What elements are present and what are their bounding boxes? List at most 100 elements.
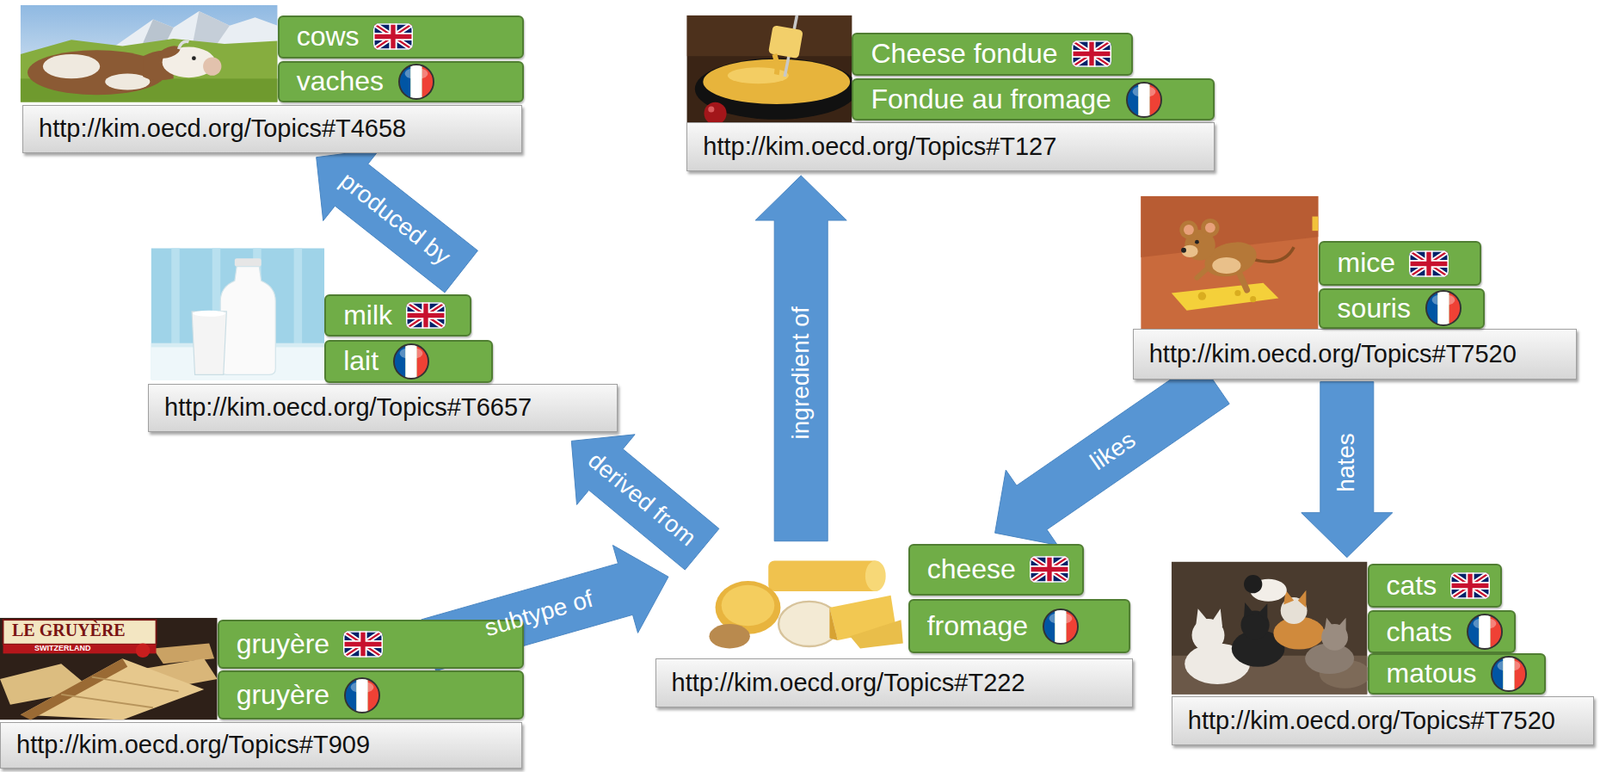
flag-icon: [406, 301, 446, 329]
cow-photo-part: [157, 43, 183, 61]
cats-photo-part: [1243, 602, 1255, 618]
url-bar: http://kim.oecd.org/Topics#T4658: [22, 104, 523, 154]
mouse-cartoon-part: [1249, 295, 1256, 302]
gruyere-photo-part: [92, 676, 179, 692]
topic-uri: http://kim.oecd.org/Topics#T7520: [1149, 340, 1517, 369]
flag-icon: [1424, 289, 1463, 327]
concept-card: http://kim.oecd.org/Topics#T4658cowsvach…: [20, 5, 524, 154]
milk-photo-part: [191, 311, 227, 376]
cats-photo: [1171, 561, 1371, 695]
term-text: cats: [1386, 570, 1438, 601]
milk-photo-part: [151, 247, 326, 380]
mouse-cartoon-part: [1171, 283, 1280, 311]
milk-photo-part: [171, 247, 179, 345]
concept-card: http://kim.oecd.org/Topics#T127Cheese fo…: [686, 15, 1214, 172]
gruyere-photo: [0, 617, 218, 720]
cheese-photo-part: [849, 619, 904, 648]
term-label: Fondue au fromage: [851, 78, 1214, 121]
term-text: fromage: [927, 610, 1028, 641]
milk-photo-part: [294, 247, 302, 345]
term-text: Fondue au fromage: [870, 84, 1111, 115]
fondue-photo: [686, 15, 858, 125]
term-text: cows: [296, 21, 360, 52]
mouse-cartoon-part: [1311, 216, 1318, 232]
term-label: fromage: [908, 598, 1132, 653]
url-bar: http://kim.oecd.org/Topics#T127: [686, 122, 1214, 172]
flag-icon: [343, 676, 382, 714]
milk-photo-part: [220, 266, 276, 376]
mouse-cartoon-part: [1181, 245, 1199, 258]
term-text: chats: [1386, 616, 1453, 647]
gruyere-photo-part: [0, 617, 218, 720]
relation-label: ingredient of: [787, 306, 815, 439]
mouse-cartoon-part: [1140, 196, 1318, 329]
cow-photo-part: [20, 5, 278, 103]
mouse-cartoon-part: [1179, 220, 1198, 239]
gruyere-photo-part: [3, 619, 157, 644]
flag-icon: [1450, 572, 1490, 599]
flag-icon: [1465, 613, 1504, 650]
url-bar: http://kim.oecd.org/Topics#T7520: [1171, 695, 1594, 745]
mouse-cartoon-part: [1181, 247, 1187, 253]
cheese-photo-part: [721, 584, 776, 626]
cheese-photo-part: [707, 546, 909, 651]
cow-photo-part: [20, 38, 278, 103]
flag-icon: [343, 630, 383, 658]
block-arrow: [571, 434, 720, 570]
block-arrow: [995, 359, 1231, 545]
topic-uri: http://kim.oecd.org/Topics#T6657: [164, 393, 532, 422]
term-text: gruyère: [236, 628, 331, 659]
term-label: mice: [1318, 240, 1483, 286]
url-bar: http://kim.oecd.org/Topics#T7520: [1132, 328, 1577, 380]
flag-icon: [1041, 608, 1080, 645]
term-text: mice: [1337, 247, 1397, 278]
term-label: milk: [324, 294, 472, 338]
fondue-photo-part: [707, 105, 714, 112]
topic-uri: http://kim.oecd.org/Topics#T4658: [38, 115, 407, 143]
term-text: lait: [343, 345, 379, 376]
mouse-cartoon-part: [1198, 291, 1207, 300]
flag-icon: [397, 63, 436, 100]
flag-icon: [1071, 40, 1112, 68]
cats-photo-part: [1258, 603, 1268, 621]
flag-icon: [1489, 655, 1528, 692]
mouse-cartoon-part: [1200, 218, 1219, 237]
gruyere-photo-part: [61, 694, 154, 708]
cow-photo-part: [203, 56, 222, 75]
term-text: souris: [1337, 293, 1411, 324]
concept-card: http://kim.oecd.org/Topics#T7520 cats chat…: [1171, 560, 1594, 745]
milk-photo-part: [192, 310, 226, 317]
flag-icon: [1029, 555, 1070, 583]
flag-icon: [392, 343, 431, 380]
relation-label: hates: [1333, 432, 1360, 493]
term-label: souris: [1318, 288, 1485, 329]
concept-card: http://kim.oecd.org/Topics#T222 cheese fro…: [655, 543, 1133, 708]
block-arrow: [755, 175, 847, 542]
term-label: lait: [324, 339, 493, 383]
photo-text: LE GRUYÈRE: [12, 620, 126, 640]
cats-photo-part: [1243, 574, 1262, 593]
term-text: milk: [343, 300, 393, 331]
cow-photo: [20, 5, 278, 103]
mouse-cartoon-part: [1194, 240, 1200, 245]
fondue-photo-part: [768, 24, 804, 59]
term-label: cows: [277, 15, 524, 59]
url-bar: http://kim.oecd.org/Topics#T909: [0, 721, 523, 770]
concept-card: http://kim.oecd.org/Topics#T909gruyèregr…: [0, 617, 524, 770]
topic-uri: http://kim.oecd.org/Topics#T222: [671, 669, 1026, 697]
gruyere-photo-part: [135, 643, 151, 659]
cats-photo-part: [1324, 617, 1335, 631]
term-text: matous: [1386, 658, 1477, 689]
topic-uri: http://kim.oecd.org/Topics#T127: [702, 133, 1057, 161]
cheese-photo-part: [829, 607, 837, 640]
term-label: cheese: [908, 543, 1084, 595]
gruyere-photo-part: [20, 658, 129, 720]
cow-photo-part: [191, 55, 197, 61]
url-bar: http://kim.oecd.org/Topics#T222: [655, 658, 1133, 708]
cheese-photo-part: [708, 623, 750, 648]
mouse-cartoon-part: [1212, 257, 1241, 274]
mouse-cartoon-part: [1234, 289, 1241, 296]
cats-photo-part: [1337, 617, 1346, 634]
term-label: gruyère: [217, 670, 524, 720]
